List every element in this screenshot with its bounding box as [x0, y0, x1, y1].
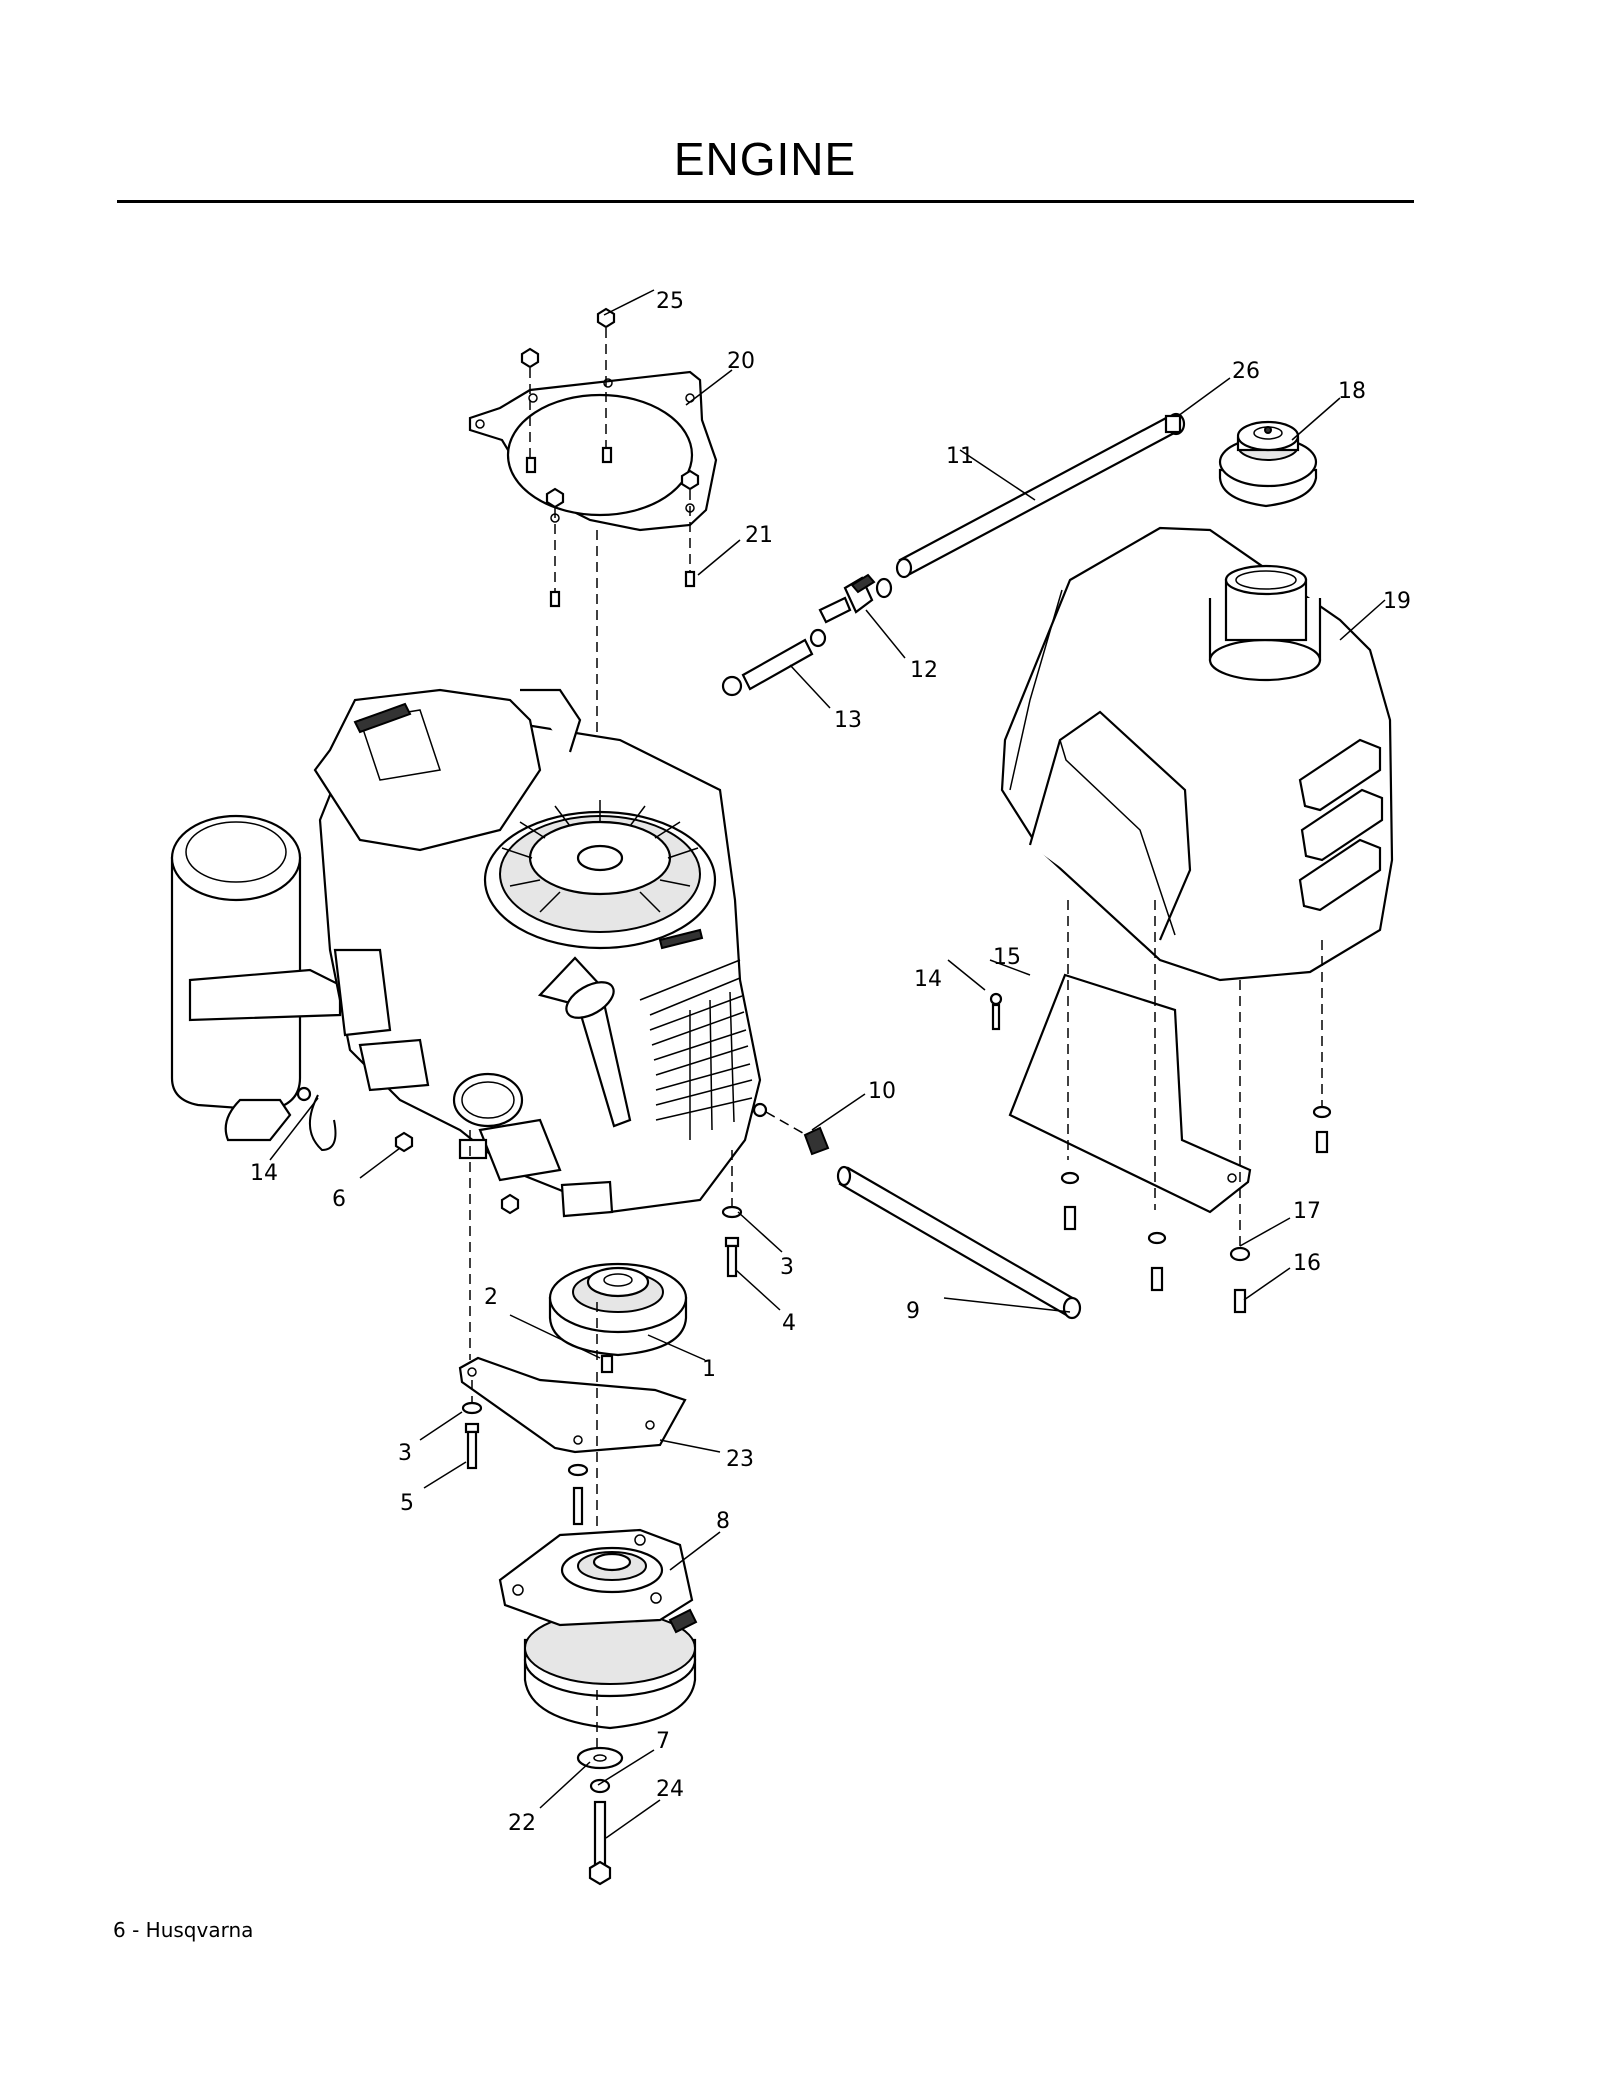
callout-16: 16 [1293, 1251, 1321, 1276]
part-1-pulley [548, 1262, 688, 1357]
callout-12: 12 [910, 658, 938, 683]
part-13-fuel-hose [721, 628, 827, 697]
callout-22: 22 [508, 1811, 536, 1836]
part-25-nuts [520, 307, 700, 509]
callout-19: 19 [1383, 589, 1411, 614]
callout-24: 24 [656, 1777, 684, 1802]
part-20-plate [468, 370, 718, 532]
part-16-17-tank-hardware [1060, 1105, 1332, 1314]
title-rule [117, 200, 1414, 203]
callout-13: 13 [834, 708, 862, 733]
callout-6: 6 [332, 1187, 346, 1212]
part-23-bracket [458, 1356, 687, 1454]
part-2-key [600, 1354, 614, 1374]
page-title: ENGINE [673, 133, 857, 185]
callout-11: 11 [946, 444, 974, 469]
leader-lines [269, 289, 1386, 1839]
callout-10: 10 [868, 1079, 896, 1104]
part-8-clutch [498, 1528, 698, 1730]
callout-2: 2 [484, 1285, 498, 1310]
part-14-eye-bolt-right [989, 992, 1003, 1031]
callout-3-left: 3 [398, 1441, 412, 1466]
part-10-fitting [752, 1102, 830, 1156]
callout-15: 15 [993, 945, 1021, 970]
callout-23: 23 [726, 1447, 754, 1472]
part-3-5-bolt-left [461, 1401, 483, 1470]
callout-20: 20 [727, 349, 755, 374]
part-18-fuel-cap [1218, 420, 1318, 508]
callout-25: 25 [656, 289, 684, 314]
part-6-nuts [394, 1131, 520, 1215]
callout-26: 26 [1232, 359, 1260, 384]
callout-9: 9 [906, 1299, 920, 1324]
callout-4: 4 [782, 1311, 796, 1336]
part-26-clamp [1164, 412, 1186, 436]
callout-18: 18 [1338, 379, 1366, 404]
part-15-heat-shield [1008, 973, 1252, 1214]
callout-14-right: 14 [914, 967, 942, 992]
callout-3-right: 3 [780, 1255, 794, 1280]
part-24-bolt [588, 1800, 612, 1886]
part-9-tube [836, 1165, 1082, 1320]
callout-1: 1 [702, 1357, 716, 1382]
callout-labels: 25 20 26 18 11 21 19 12 13 15 14 10 14 6… [250, 289, 1411, 1836]
callout-14-left: 14 [250, 1161, 278, 1186]
part-7-lock-washer [589, 1778, 611, 1794]
callout-21: 21 [745, 523, 773, 548]
part-19-fuel-tank [1000, 526, 1394, 982]
part-12-fuel-valve [818, 573, 893, 624]
callout-8: 8 [716, 1509, 730, 1534]
engine-assembly [170, 688, 762, 1218]
callout-5: 5 [400, 1491, 414, 1516]
page-footer: 6 - Husqvarna [113, 1918, 254, 1942]
callout-17: 17 [1293, 1199, 1321, 1224]
callout-7: 7 [656, 1729, 670, 1754]
part-3-4-bolt-right [721, 1205, 743, 1278]
center-bolt [567, 1463, 589, 1526]
part-22-washer [576, 1746, 624, 1770]
